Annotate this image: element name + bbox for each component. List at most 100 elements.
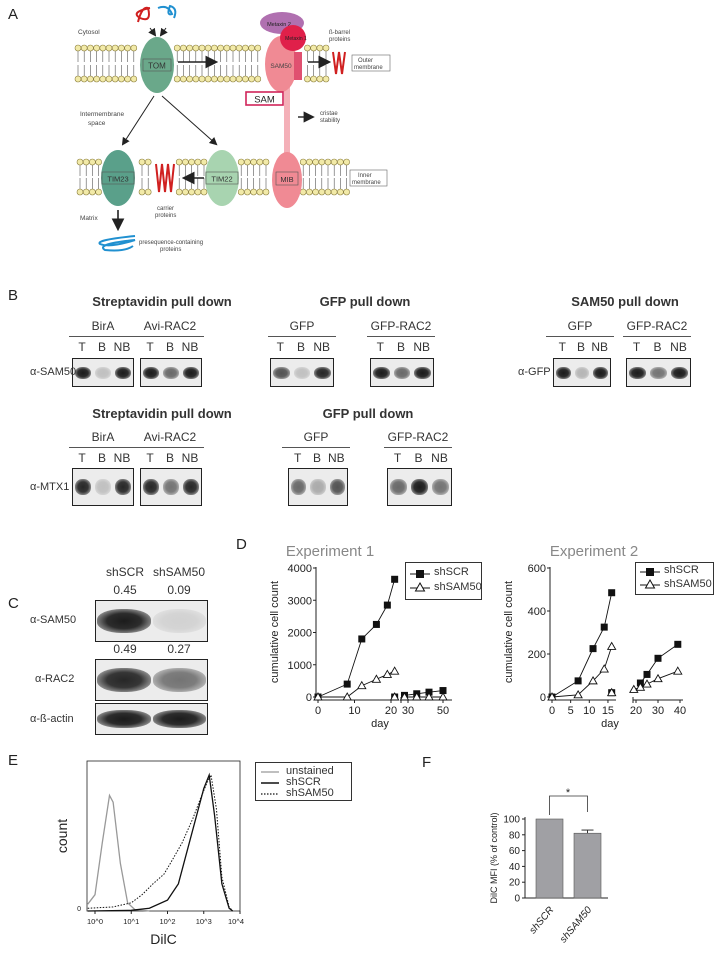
b-row2-gfp-header: GFP pull down [322,406,414,421]
lipid-head [330,158,338,166]
d2-point-shSCR [643,670,651,678]
d2-y-tick-label: 400 [528,606,546,618]
b-row1-4-lane-NB: NB [591,340,608,354]
lipid-head [235,75,243,83]
blot-band [163,479,179,496]
lipid-head [182,158,189,166]
presequence-protein-icon [98,235,136,252]
b-row1-1-group-label: Avi-RAC2 [143,319,197,333]
e-curve-shSCR [87,772,234,912]
b-row1-3-blot [370,358,434,387]
f-significance-bracket [549,795,588,815]
lipid-head [180,44,187,52]
b-row1-0-group-label: BirA [91,319,115,333]
lipid-head [310,44,317,52]
c-blot-sam50 [95,600,208,642]
c-blot-actin [95,703,208,735]
blot-band [115,366,131,379]
d2-point-shSCR [654,654,662,662]
cytosol-label: Cytosol [78,29,100,36]
d1-y-tick-label: 3000 [288,595,312,607]
lipid-head [318,158,326,166]
d2-x-tick-label: 5 [568,705,574,717]
d2-point-shSAM50 [606,641,617,650]
e-legend-unstained: unstained [286,765,334,777]
d2-point-shSAM50 [573,689,583,699]
d2-legend-shsam50: shSAM50 [664,578,712,590]
blot-band [671,366,688,379]
lipid-head [211,44,218,52]
b-row1-5-blot [626,358,691,387]
b-row2-2-divider [282,447,350,448]
lipid-head [310,75,317,83]
d1-x-tick-label: 30 [402,705,414,717]
d1-point-shSAM50 [382,669,393,678]
c-antibody-actin: α-ß-actin [30,713,74,725]
d2-x-tick-label: 40 [674,705,686,717]
b-row1-3-lane-T: T [376,340,384,354]
b-row1-5-lane-B: B [653,340,662,354]
e-x-tick-label: 10^4 [228,917,244,926]
d2-point-shSCR [608,689,616,697]
f-y-tick-label: 80 [509,830,521,841]
lipid-head [316,75,324,83]
lipid-head [180,75,187,83]
d1-x-tick-label: 10 [348,705,360,717]
b-row2-2-lane-T: T [293,451,302,465]
lipid-head [186,75,193,83]
lipid-head [299,188,307,196]
e-legend-shscr: shSCR [286,776,321,788]
blot-band [152,668,206,692]
blot-band [183,479,199,496]
lipid-head [242,44,249,52]
c-antibody-rac2: α-RAC2 [35,673,75,685]
b-row2-0-divider [69,447,137,448]
lipid-head [80,75,88,83]
d1-legend: shSCR shSAM50 [405,562,482,600]
lipid-head [194,188,202,196]
blot-band [650,366,667,379]
c-column-shscr: shSCR [105,565,145,579]
inner-membrane-line1: Inner [358,173,372,179]
lipid-head [204,44,212,52]
d2-point-shSAM50 [588,675,598,685]
f-x-label-shSCR: shSCR [528,905,557,936]
lipid-head [229,75,237,83]
b-row2-3-lane-NB: NB [431,451,448,465]
d1-y-tick-label: 2000 [288,628,312,640]
b-row1-gfp-header: GFP pull down [319,294,411,309]
outer-membrane-line1: Outer [358,58,373,64]
lipid-head [330,188,338,196]
b-row2-0-group-label: BirA [91,430,115,444]
b-row2-3-blot [387,468,452,506]
b-row2-0-blot [72,468,134,506]
lipid-head [93,75,100,83]
lipid-head [144,158,152,166]
d1-point-shSAM50 [389,666,400,675]
lipid-head [343,188,350,196]
blot-band [411,479,428,496]
d1-point-shSCR [413,690,421,698]
lipid-head [105,44,113,52]
b-row1-3-group-label: GFP-RAC2 [370,319,432,333]
open-triangle-icon [414,581,426,592]
beta-barrel-line1: ß-barrel [329,30,350,36]
lipid-head [235,44,243,52]
d2-x-tick-label: 15 [602,705,614,717]
b-row1-4-lane-B: B [576,340,586,354]
inner-membrane-line2: membrane [352,180,381,186]
lipid-head [118,44,125,52]
b-row1-2-lane-B: B [296,340,306,354]
d2-legend-shscr: shSCR [664,564,699,576]
d1-line-shSAM50 [318,670,395,698]
d2-point-shSAM50 [642,679,652,688]
tim22-label: TIM22 [211,175,232,184]
blot-band [95,479,111,496]
blot-band [390,479,407,496]
e-legend-shsam50: shSAM50 [286,787,334,799]
d2-y-tick-label: 200 [528,649,546,661]
lipid-head [337,158,344,166]
lipid-head [198,44,206,52]
f-y-tick-label: 20 [509,878,521,889]
blot-band [414,366,431,379]
